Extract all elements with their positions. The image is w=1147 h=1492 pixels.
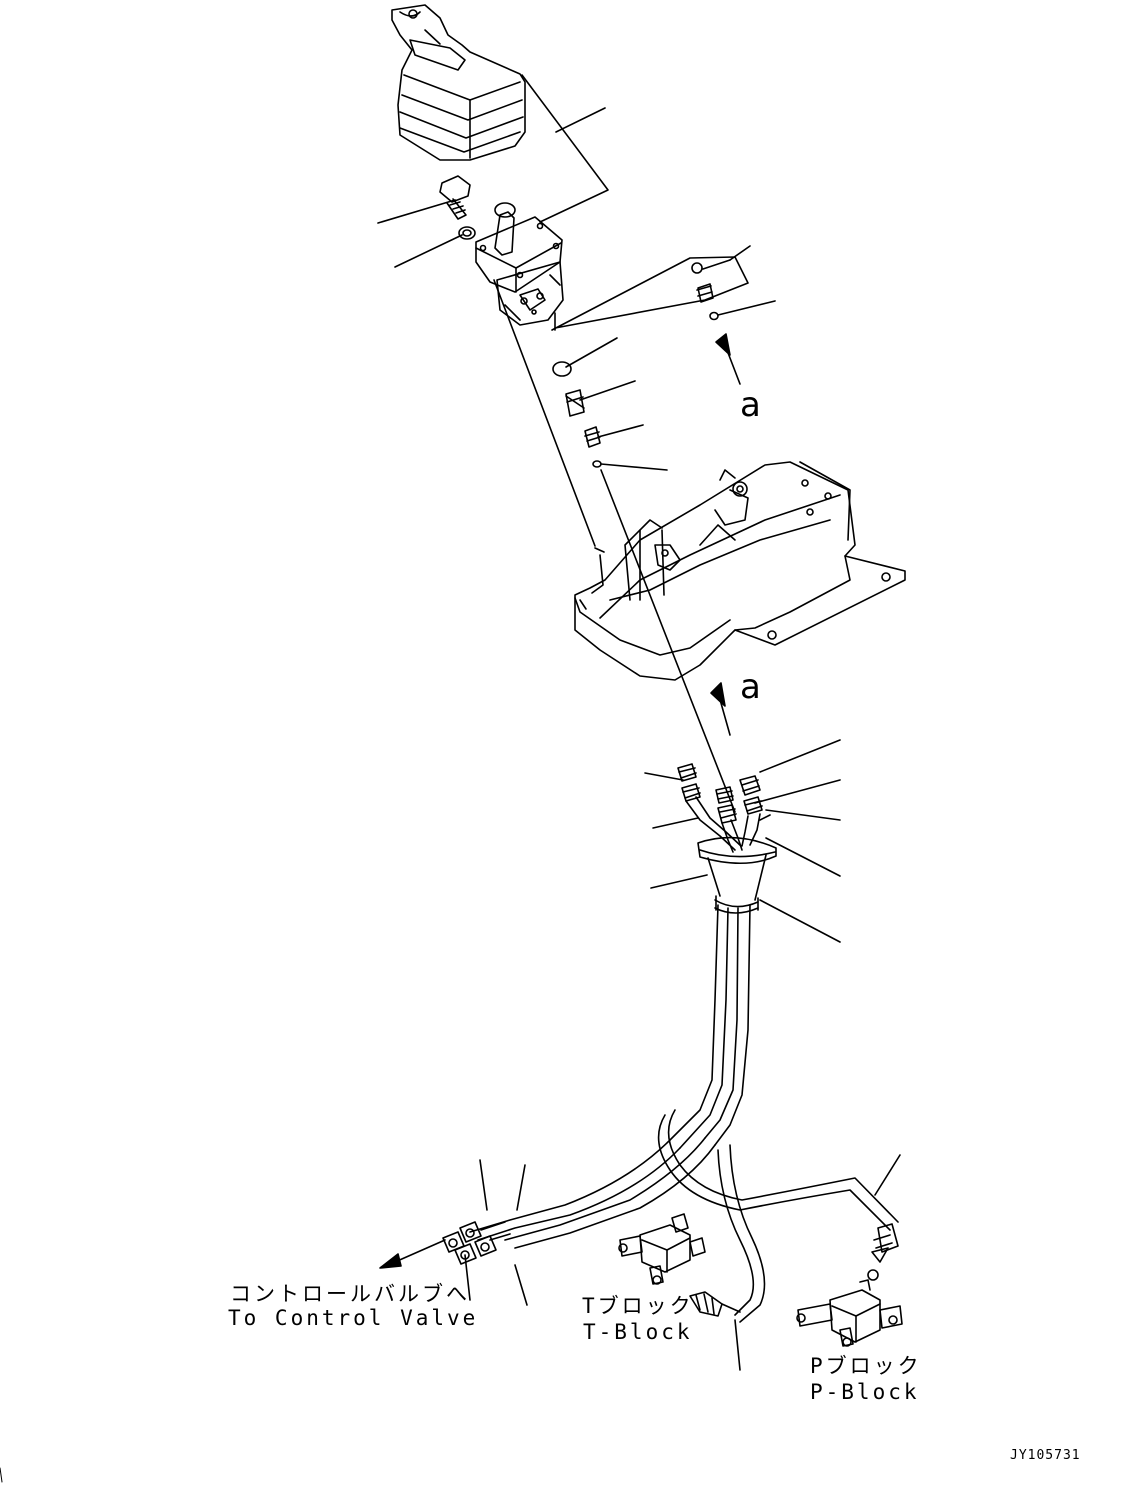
control-valve-label-en: To Control Valve <box>228 1306 479 1330</box>
callout-bracket <box>521 74 609 223</box>
arrow-to-control-valve <box>379 1239 446 1269</box>
arrow-a-label-upper: a <box>740 385 761 425</box>
p-block-hose-fitting <box>871 1223 899 1263</box>
console <box>574 461 906 681</box>
washer <box>458 226 476 240</box>
p-block-label-en: P-Block <box>810 1380 920 1404</box>
t-block-label-jp: Tブロック <box>582 1294 694 1318</box>
t-block <box>618 1213 706 1285</box>
hose-fittings <box>677 763 771 853</box>
adapter <box>565 389 585 417</box>
seal <box>552 361 572 377</box>
lever-boot <box>391 4 526 161</box>
p-block <box>796 1279 903 1347</box>
center-line <box>493 279 596 547</box>
grommet <box>697 836 777 914</box>
p-block-label-jp: Pブロック <box>810 1354 922 1378</box>
leader-lines-lower <box>464 739 901 1371</box>
o-ring <box>691 262 703 274</box>
control-valve-label-jp: コントロールバルブへ <box>230 1282 470 1306</box>
ppc-valve <box>475 202 564 326</box>
hose-bundle <box>469 904 899 1323</box>
drawing-code: JY105731 <box>1010 1448 1081 1463</box>
t-block-hose-fitting <box>689 1291 741 1317</box>
arrow-a-lower <box>710 682 731 736</box>
hose-end-fittings-left <box>442 1221 511 1265</box>
arrow-a-upper <box>715 333 741 385</box>
leader-lines-upper <box>377 199 776 471</box>
center-line-lower <box>600 469 736 813</box>
fitting-upper-right <box>696 283 714 303</box>
arrow-a-label-lower: a <box>740 667 761 707</box>
t-block-label-en: T-Block <box>583 1320 693 1344</box>
bolt <box>439 175 471 220</box>
